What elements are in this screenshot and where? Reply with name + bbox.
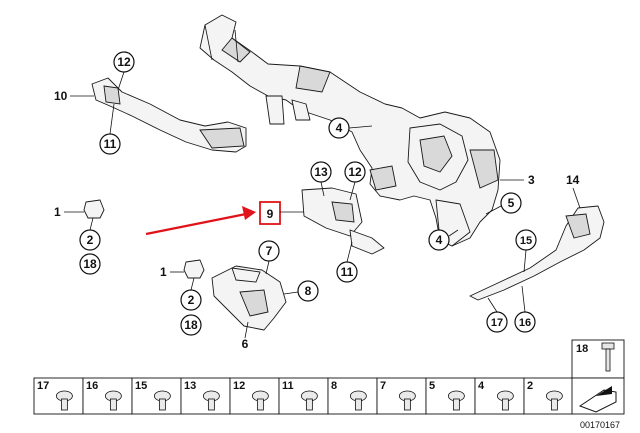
callout-4-circle-lower — [428, 229, 450, 251]
fastener-icon — [349, 390, 367, 411]
tray-label: 8 — [331, 380, 337, 392]
clip-part-1-lower — [183, 259, 205, 279]
callout-2-lower: 2 — [188, 293, 195, 307]
fastener-icon — [202, 390, 220, 411]
document-id: 00170167 — [580, 420, 620, 430]
callout-18-lower: 18 — [184, 318, 198, 332]
callout-4-lower: 4 — [436, 233, 443, 247]
callout-6: 6 — [242, 337, 249, 351]
tray-label: 13 — [184, 380, 196, 392]
tray-label: 15 — [135, 380, 147, 392]
callout-17: 17 — [491, 317, 503, 329]
callout-1-lower: 1 — [160, 265, 167, 279]
callout-4-upper: 4 — [336, 121, 343, 135]
clip-part-1-upper — [83, 199, 105, 219]
callout-13: 13 — [314, 165, 328, 179]
callout-15: 15 — [520, 235, 532, 247]
small-parts-tray: 17 16 15 13 12 11 8 7 5 4 2 — [33, 377, 574, 415]
tray-label: 4 — [478, 380, 485, 392]
callout-7: 7 — [266, 244, 273, 258]
callout-14: 14 — [566, 173, 580, 187]
fastener-icon — [300, 390, 318, 411]
callout-3: 3 — [528, 173, 535, 187]
fastener-icon — [55, 390, 73, 411]
callout-9[interactable]: 9 — [267, 207, 274, 221]
callout-10: 10 — [54, 89, 68, 103]
tray-label: 2 — [527, 380, 533, 392]
bolt-icon-18 — [601, 342, 615, 372]
bracket-part-13 — [301, 187, 385, 255]
callout-18-circle-lower — [180, 314, 202, 336]
bracket-part-6 — [211, 265, 287, 331]
fastener-icon — [251, 390, 269, 411]
fastener-icon — [545, 390, 563, 411]
bracket-part-14 — [469, 205, 605, 301]
fastener-icon — [398, 390, 416, 411]
tray-label-18: 18 — [576, 343, 588, 355]
callout-11-mid: 11 — [341, 265, 354, 279]
callout-18-upper: 18 — [83, 257, 97, 271]
callout-18-circle-upper — [79, 253, 101, 275]
bracket-part-10 — [91, 77, 247, 153]
callout-2-upper: 2 — [87, 233, 94, 247]
callout-1-upper: 1 — [54, 205, 61, 219]
tray-label: 17 — [37, 380, 49, 392]
highlight-arrow — [145, 206, 256, 236]
fastener-icon — [447, 390, 465, 411]
tray-label: 11 — [282, 380, 294, 392]
tray-label: 7 — [380, 380, 386, 392]
callout-16: 16 — [519, 317, 531, 329]
highlight-box[interactable] — [259, 201, 281, 225]
callout-5-circle — [500, 192, 522, 214]
fastener-icon — [153, 390, 171, 411]
callout-12-top: 12 — [117, 55, 131, 69]
cross-car-beam — [199, 14, 501, 247]
fastener-icon — [496, 390, 514, 411]
tray-label: 5 — [429, 380, 435, 392]
fastener-icon — [104, 390, 122, 411]
tray-label: 16 — [86, 380, 98, 392]
callout-8: 8 — [305, 284, 312, 298]
tray-label: 12 — [233, 380, 245, 392]
callout-11-top: 11 — [104, 137, 117, 151]
callout-12-mid: 12 — [348, 165, 362, 179]
callout-8-circle — [297, 280, 319, 302]
callout-5: 5 — [508, 196, 515, 210]
